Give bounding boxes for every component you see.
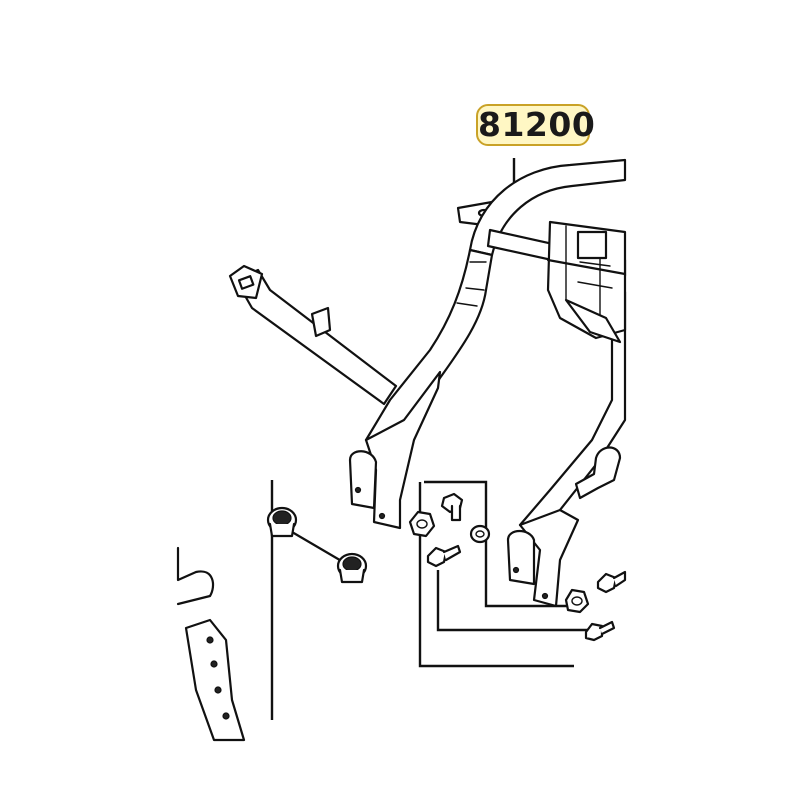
right-foot-bracket	[518, 508, 580, 608]
rubber-isolator	[266, 506, 298, 538]
rubber-isolator	[336, 552, 368, 584]
hex-nut	[564, 588, 590, 614]
frame-top-rail	[468, 158, 627, 257]
chassis-fragment	[176, 546, 246, 742]
leg-joint-line	[465, 287, 485, 291]
plate-lower-lip	[564, 298, 622, 344]
hex-bolt	[426, 544, 462, 568]
left-foot-plate	[348, 450, 378, 510]
strut-tab	[310, 306, 332, 338]
hex-nut	[408, 510, 436, 538]
frame-assembly[interactable]	[348, 158, 627, 608]
left-isolator-assembly[interactable]	[266, 480, 368, 720]
chassis-bracket	[184, 618, 246, 742]
strut-end-hole	[237, 275, 255, 290]
plate-bracket	[576, 230, 608, 260]
part-number-label[interactable]: 81200	[476, 104, 596, 146]
foot-hole	[378, 512, 386, 520]
foot-hole	[354, 486, 362, 494]
flat-washer	[469, 524, 491, 544]
hardware-leader-3	[436, 570, 590, 632]
bracket-hole	[222, 712, 230, 720]
hardware-leaders	[418, 480, 590, 668]
hex-bolt	[596, 570, 627, 594]
plate-rail	[546, 258, 627, 276]
chassis-edge	[176, 546, 215, 606]
bracket-hole	[210, 660, 218, 668]
strut-arm[interactable]	[228, 264, 398, 406]
bracket-hole	[214, 686, 222, 694]
hardware-set[interactable]	[408, 492, 627, 642]
hardware-leader-2	[424, 480, 568, 608]
hex-bolt	[440, 492, 464, 522]
foot-hole	[541, 592, 549, 600]
frame-left-leg	[364, 248, 494, 450]
foot-hole	[512, 566, 520, 574]
right-leg-hook	[574, 446, 622, 500]
leg-joint-line	[456, 302, 478, 307]
right-foot-plate	[506, 529, 536, 586]
bracket-hole	[206, 636, 214, 644]
hex-bolt	[584, 620, 616, 642]
hardware-leader-1	[418, 482, 574, 668]
